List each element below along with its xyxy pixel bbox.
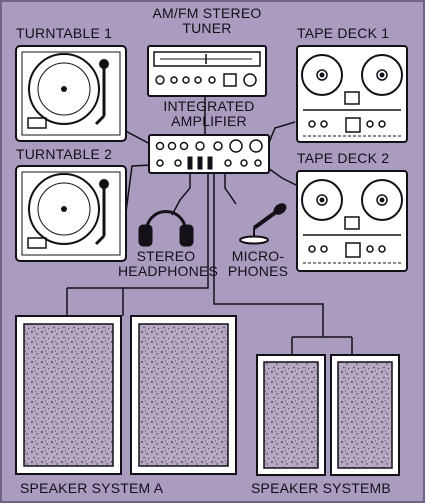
tape-deck-1-label: TAPE DECK 1 — [297, 25, 390, 41]
microphones-label: MICRO- PHONES — [220, 249, 296, 279]
microphones-label-line2: PHONES — [227, 263, 289, 279]
headphones-label-line1: STEREO — [136, 248, 196, 264]
turntable-2-label: TURNTABLE 2 — [16, 146, 113, 162]
microphones-label-line1: MICRO- — [231, 248, 285, 264]
speaker-cabinet-icon — [256, 354, 326, 476]
headphones-icon — [138, 210, 194, 247]
speaker-system-b-label: SPEAKER SYSTEMB — [251, 480, 391, 496]
amplifier-icon — [148, 134, 270, 174]
speaker-system-a-label: SPEAKER SYSTEM A — [20, 480, 164, 496]
tape-deck-2-label: TAPE DECK 2 — [297, 150, 390, 166]
amplifier-label-line1: INTEGRATED — [163, 98, 255, 114]
tuner-label: AM/FM STEREO TUNER — [140, 6, 274, 36]
amplifier-label-line2: AMPLIFIER — [171, 113, 247, 129]
reel-to-reel-tape-deck-icon — [296, 170, 408, 272]
tuner-label-line1: AM/FM STEREO — [152, 5, 262, 21]
reel-to-reel-tape-deck-icon — [296, 45, 408, 143]
amplifier-label: INTEGRATED AMPLIFIER — [150, 99, 268, 129]
speaker-cabinet-icon — [130, 315, 237, 475]
microphone-icon — [239, 203, 287, 245]
tuner-icon — [147, 45, 267, 97]
headphones-label-line2: HEADPHONES — [118, 263, 219, 279]
tuner-label-line2: TUNER — [182, 20, 232, 36]
speaker-cabinet-icon — [15, 315, 122, 475]
turntable-1-label: TURNTABLE 1 — [16, 25, 113, 41]
turntable-icon — [15, 165, 127, 262]
turntable-icon — [15, 45, 127, 142]
speaker-cabinet-icon — [330, 354, 400, 476]
headphones-label: STEREO HEADPHONES — [118, 248, 219, 279]
